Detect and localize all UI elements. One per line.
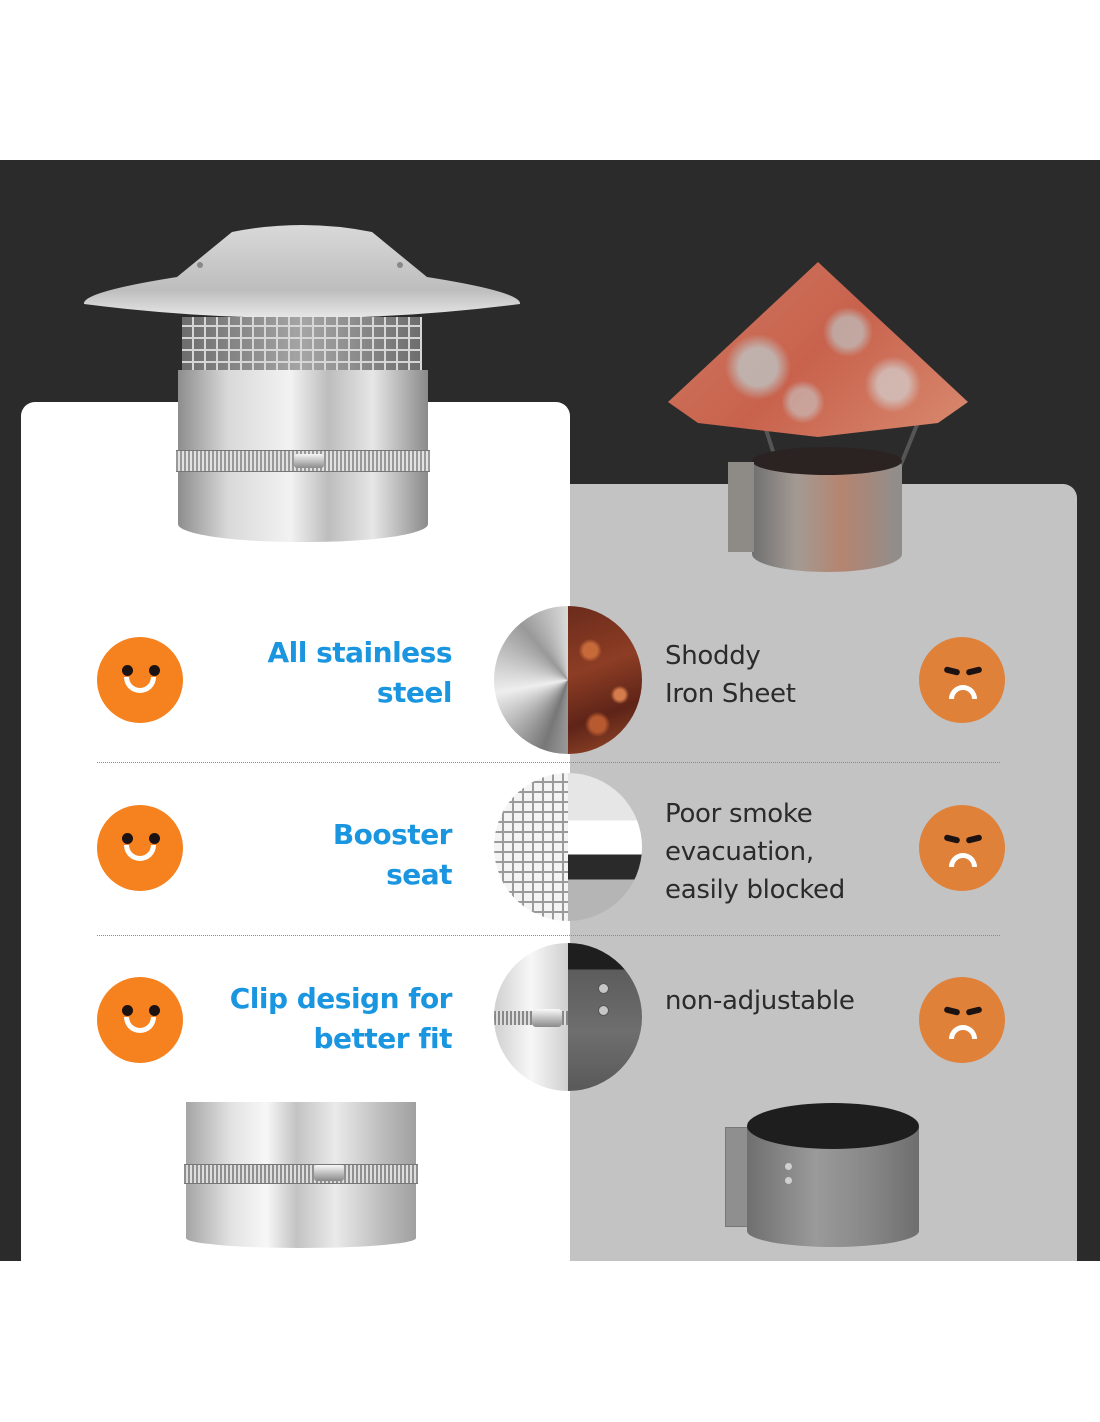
bad-feature-label: Poor smoke evacuation, easily blocked [665, 799, 845, 905]
good-feature-label: Booster seat [332, 818, 453, 891]
rivet [785, 1163, 792, 1170]
smiley-face-icon [97, 805, 183, 891]
row-divider [97, 762, 1000, 763]
bad-feature-label: non-adjustable [665, 986, 855, 1016]
design-comparison-circle [494, 773, 642, 921]
angry-face-icon [919, 977, 1005, 1063]
hose-clamp-screw [314, 1165, 344, 1181]
row-divider [97, 935, 1000, 936]
stainless-chimney-cap-image [82, 222, 522, 544]
good-feature-label: All stainless steel [267, 636, 452, 709]
fit-comparison-circle [494, 943, 642, 1091]
cap-hat-shape [83, 225, 521, 318]
smiley-face-icon [97, 637, 183, 723]
rusty-pipe-opening [752, 447, 902, 475]
rusty-bracket [728, 462, 754, 552]
iron-ring-opening [747, 1103, 919, 1149]
rivet [785, 1177, 792, 1184]
smiley-face-icon [97, 977, 183, 1063]
brushed-steel-texture [494, 606, 568, 754]
bad-feature-label: Shoddy Iron Sheet [665, 641, 796, 709]
wire-mesh-closeup [494, 773, 568, 921]
material-comparison-circle [494, 606, 642, 754]
angry-face-icon [919, 805, 1005, 891]
cap-clamp-screw [294, 454, 324, 468]
open-cap-closeup [568, 773, 642, 921]
rusty-chimney-cap-image [668, 262, 998, 578]
hose-clamp-band [184, 1164, 418, 1184]
rusted-iron-texture [568, 606, 642, 754]
riveted-sheet-closeup [568, 943, 642, 1091]
angry-face-icon [919, 637, 1005, 723]
hose-clamp-closeup [494, 943, 568, 1091]
good-feature-label: Clip design for better fit [229, 982, 453, 1055]
stainless-pipe-with-clamp-image [184, 1102, 418, 1248]
iron-ring-bracket-image [725, 1103, 919, 1251]
rusty-cone [668, 262, 968, 437]
